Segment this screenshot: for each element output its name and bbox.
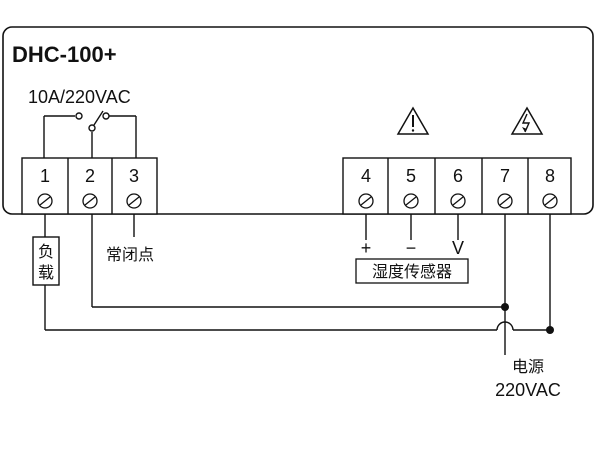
terminal-8-number: 8 [545,166,555,186]
terminal-1-screw-icon [37,193,53,209]
terminal-6-screw-icon [450,193,466,209]
load-label-line2: 载 [38,263,54,282]
load-box [32,236,60,286]
warning-exclamation-icon [396,106,430,135]
terminal-7-number: 7 [500,166,510,186]
load-label-line1: 负 [38,242,54,261]
terminal-5-screw-icon [403,193,419,209]
terminal-7-screw-icon [497,193,513,209]
sensor-label-box [355,258,469,284]
terminal-2-screw-icon [82,193,98,209]
junction-dot [546,326,554,334]
terminal-3-screw-icon [126,193,142,209]
power-voltage: 220VAC [495,380,561,400]
warning-lightning-icon [510,106,544,135]
terminal-5-number: 5 [406,166,416,186]
terminal-3-number: 3 [129,166,139,186]
terminal-4-screw-icon [358,193,374,209]
wiring-lines [44,214,551,355]
model-title: DHC-100+ [12,42,117,67]
power-label: 电源 [512,357,544,376]
sensor-label: 湿度传感器 [372,262,452,281]
sensor-pin-minus: − [406,238,417,258]
terminal-8-screw-icon [542,193,558,209]
relay-rating: 10A/220VAC [28,87,131,107]
terminal-2-number: 2 [85,166,95,186]
terminal-1-number: 1 [40,166,50,186]
sensor-pin-v: V [452,238,464,258]
terminal-4-number: 4 [361,166,371,186]
junction-dot [501,303,509,311]
terminal-6-number: 6 [453,166,463,186]
sensor-pin-plus: + [361,238,372,258]
controller-body [2,26,594,215]
normally-closed-label: 常闭点 [106,245,154,264]
relay-contact-symbol [43,110,137,158]
